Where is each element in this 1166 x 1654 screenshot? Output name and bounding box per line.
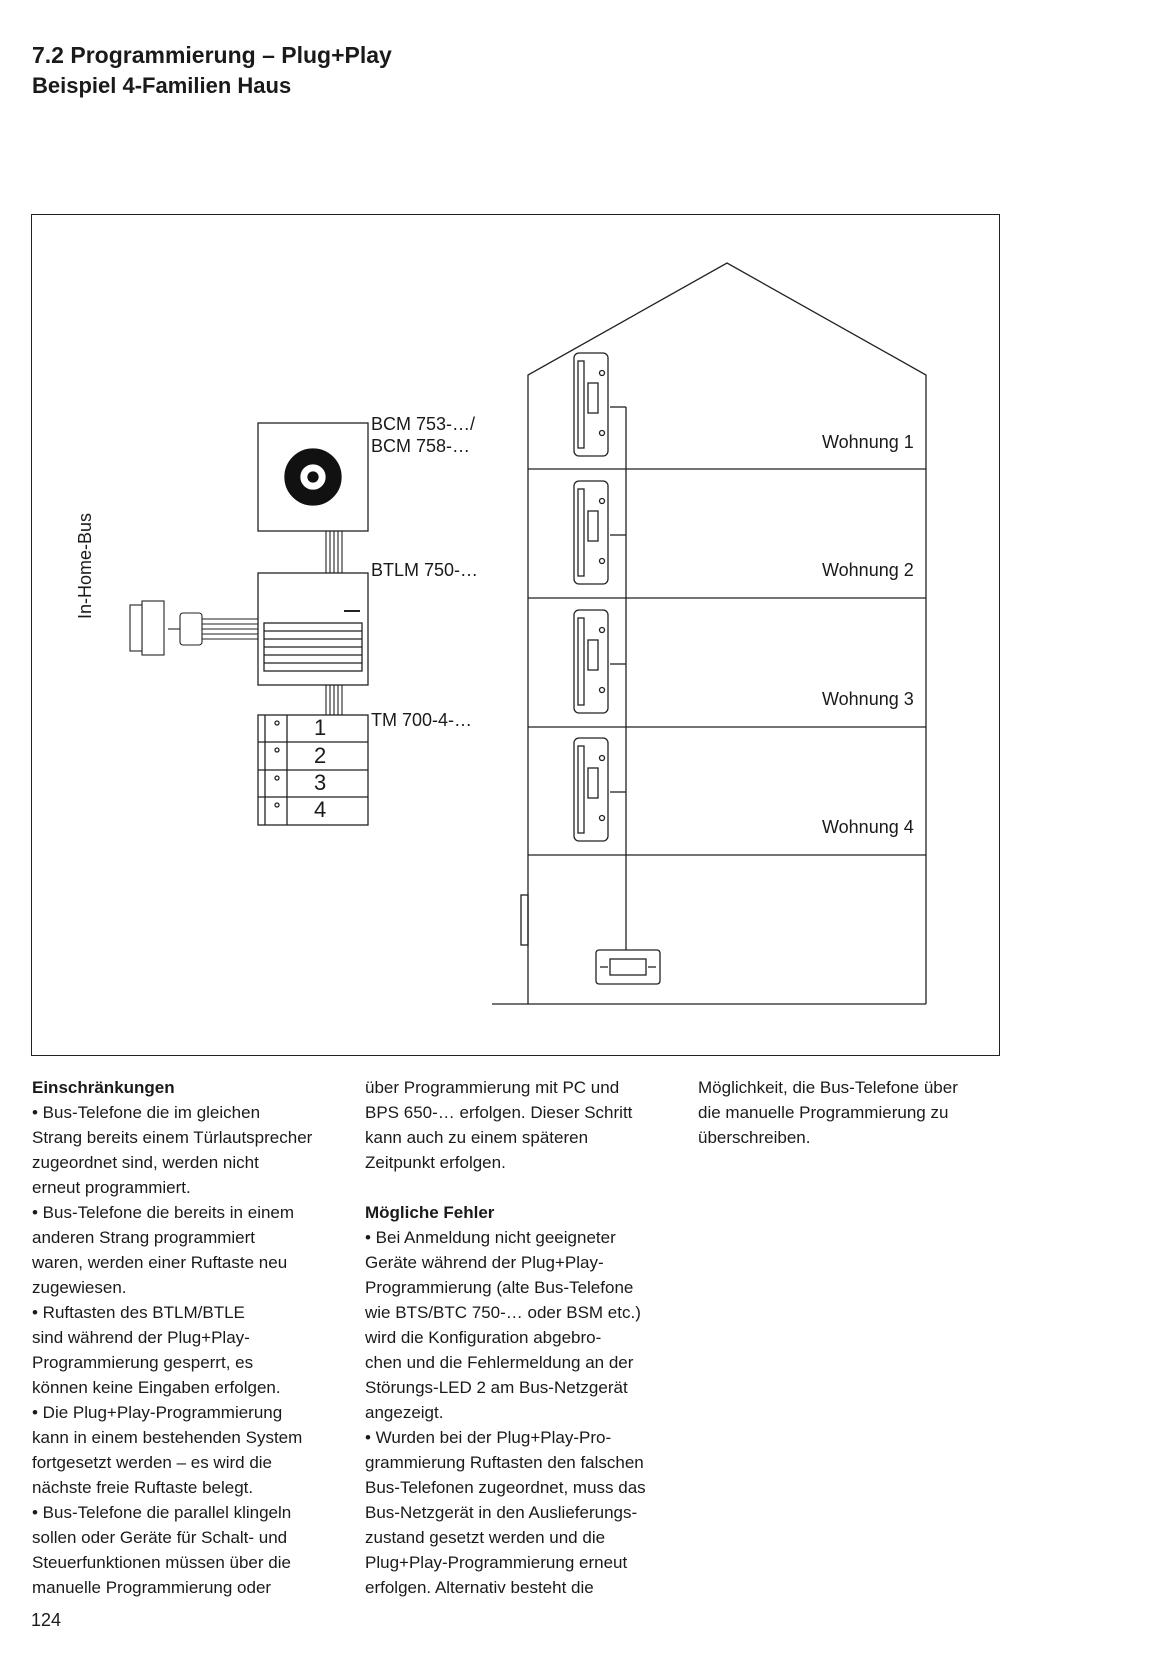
apartment-label-1: Wohnung 1 <box>822 432 914 452</box>
key-label-3: 3 <box>314 770 327 795</box>
module-cables <box>325 531 343 715</box>
col1-line: • Bus-Telefone die parallel klingeln <box>32 1503 292 1522</box>
col2-line: Plug+Play-Programmierung erneut <box>365 1553 628 1572</box>
bus-telephone-1 <box>573 352 609 457</box>
key-label-4: 4 <box>314 797 327 822</box>
col1-line: • Bus-Telefone die bereits in einem <box>32 1203 295 1222</box>
col1-line: Strang bereits einem Türlautsprecher <box>32 1128 313 1147</box>
col2-line: über Programmierung mit PC und <box>365 1078 620 1097</box>
bus-telephone-4 <box>573 737 609 842</box>
col2-line: Zeitpunkt erfolgen. <box>365 1153 506 1172</box>
col3-line: überschreiben. <box>698 1128 811 1147</box>
bcm-speaker-module <box>257 422 369 532</box>
bus-power-supply <box>595 949 661 985</box>
col1-line: waren, werden einer Ruftaste neu <box>32 1253 288 1272</box>
col2-line: Störungs-LED 2 am Bus-Netzgerät <box>365 1378 628 1397</box>
bus-telephone-2 <box>573 480 609 585</box>
col1-line: Steuerfunktionen müssen über die <box>32 1553 291 1572</box>
col2-line: Bus-Netzgerät in den Auslieferungs- <box>365 1503 638 1522</box>
page-title: 7.2 Programmierung – Plug+Play <box>32 42 392 68</box>
col2-line: angezeigt. <box>365 1403 444 1422</box>
col3-line: die manuelle Programmierung zu <box>698 1103 949 1122</box>
key-label-1: 1 <box>314 715 327 740</box>
col2-line: grammierung Ruftasten den falschen <box>365 1453 644 1472</box>
btlm-module <box>257 572 369 686</box>
col1-line: anderen Strang programmiert <box>32 1228 256 1247</box>
tm-label: TM 700-4-… <box>371 710 473 730</box>
col1-line: • Bus-Telefone die im gleichen <box>32 1103 261 1122</box>
key-label-2: 2 <box>314 743 327 768</box>
bus-telephone-3 <box>573 609 609 714</box>
btlm-label: BTLM 750-… <box>371 560 479 580</box>
page-subtitle: Beispiel 4-Familien Haus <box>32 73 292 98</box>
col2-line: kann auch zu einem späteren <box>365 1128 589 1147</box>
col2-line: chen und die Fehlermeldung an der <box>365 1353 634 1372</box>
col2-line: BPS 650-… erfolgen. Dieser Schritt <box>365 1103 633 1122</box>
text-column-3: Möglichkeit, die Bus-Telefone über die m… <box>698 1075 1008 1150</box>
col1-line: erneut programmiert. <box>32 1178 191 1197</box>
col1-line: • Die Plug+Play-Programmierung <box>32 1403 283 1422</box>
col1-line: zugewiesen. <box>32 1278 127 1297</box>
col1-line: fortgesetzt werden – es wird die <box>32 1453 273 1472</box>
errors-heading: Mögliche Fehler <box>365 1203 495 1222</box>
col2-line: wird die Konfiguration abgebro- <box>365 1328 602 1347</box>
house-outline <box>527 262 927 1004</box>
restrictions-heading: Einschränkungen <box>32 1078 175 1097</box>
in-home-bus-label: In-Home-Bus <box>75 512 95 619</box>
col1-line: Programmierung gesperrt, es <box>32 1353 254 1372</box>
col1-line: können keine Eingaben erfolgen. <box>32 1378 281 1397</box>
basement-box <box>520 894 529 946</box>
col2-line: wie BTS/BTC 750-… oder BSM etc.) <box>365 1303 641 1322</box>
bus-connector <box>129 600 258 656</box>
col2-line: Geräte während der Plug+Play- <box>365 1253 604 1272</box>
col2-line: zustand gesetzt werden und die <box>365 1528 606 1547</box>
apartment-label-3: Wohnung 3 <box>822 689 914 709</box>
bcm-label-line2: BCM 758-… <box>371 436 471 456</box>
diagram-drawing <box>129 262 927 1005</box>
col1-line: nächste freie Ruftaste belegt. <box>32 1478 254 1497</box>
col1-line: manuelle Programmierung oder <box>32 1578 272 1597</box>
col1-line: • Ruftasten des BTLM/BTLE <box>32 1303 245 1322</box>
col2-line: • Wurden bei der Plug+Play-Pro- <box>365 1428 612 1447</box>
col1-line: zugeordnet sind, werden nicht <box>32 1153 259 1172</box>
text-column-2: über Programmierung mit PC und BPS 650-…… <box>365 1075 675 1600</box>
apartment-label-2: Wohnung 2 <box>822 560 914 580</box>
tm-key-module <box>257 714 369 826</box>
bcm-label-line1: BCM 753-…/ <box>371 414 476 434</box>
col2-line: Programmierung (alte Bus-Telefone <box>365 1278 634 1297</box>
col2-line: • Bei Anmeldung nicht geeigneter <box>365 1228 616 1247</box>
page-number: 124 <box>31 1610 62 1630</box>
col1-line: sollen oder Geräte für Schalt- und <box>32 1528 288 1547</box>
wiring-diagram: BCM 753-…/ BCM 758-… BTLM 750-… TM 700-4… <box>31 214 1000 1056</box>
col1-line: kann in einem bestehenden System <box>32 1428 303 1447</box>
text-column-1: Einschränkungen • Bus-Telefone die im gl… <box>32 1075 342 1600</box>
col2-line: erfolgen. Alternativ besteht die <box>365 1578 594 1597</box>
bus-telephones <box>573 352 609 842</box>
col2-line: Bus-Telefonen zugeordnet, muss das <box>365 1478 646 1497</box>
col1-line: sind während der Plug+Play- <box>32 1328 250 1347</box>
apartment-label-4: Wohnung 4 <box>822 817 914 837</box>
col3-line: Möglichkeit, die Bus-Telefone über <box>698 1078 958 1097</box>
